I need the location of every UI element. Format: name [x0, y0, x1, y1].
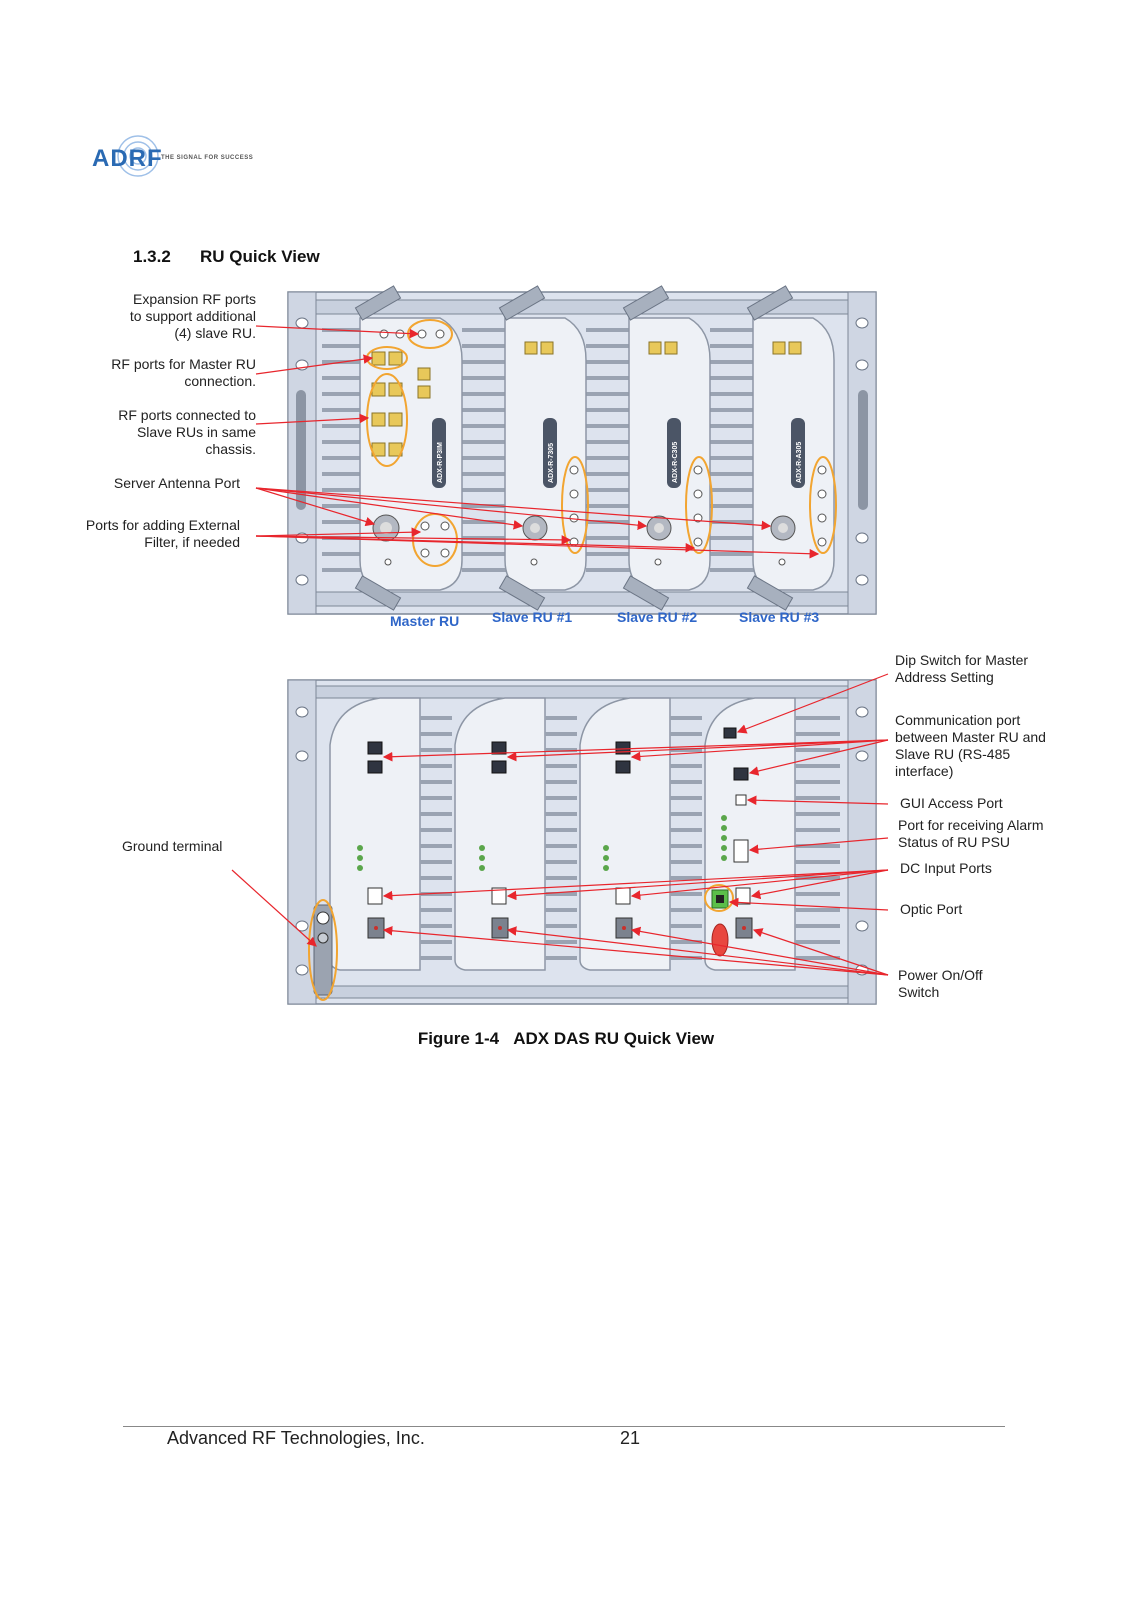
module-model-master: ADX-R-P3IM — [437, 442, 444, 483]
callout-line: interface) — [895, 763, 954, 779]
callout-line: Dip Switch for Master — [895, 652, 1029, 668]
callout-ground: Ground terminal — [122, 838, 222, 855]
callout-dc-input: DC Input Ports — [900, 860, 992, 877]
module-model-slave2: ADX-R-C305 — [672, 442, 679, 483]
callout-slave-rf: RF ports connected to Slave RUs in same … — [60, 407, 256, 458]
callout-alarm-port: Port for receiving Alarm Status of RU PS… — [898, 817, 1044, 851]
front-chassis: ADX-R-P3IM ADX-R-7305 ADX-R-C305 ADX-R-A… — [287, 285, 877, 615]
callout-line: RF ports connected to — [118, 407, 256, 423]
callout-line: Ports for adding External — [85, 517, 240, 533]
logo-wave-icon — [117, 135, 159, 177]
footer-company: Advanced RF Technologies, Inc. — [167, 1428, 425, 1448]
section-title: RU Quick View — [200, 247, 320, 266]
callout-line: DC Input Ports — [900, 860, 992, 876]
callout-line: Slave RUs in same — [136, 424, 256, 440]
callout-comm-port: Communication port between Master RU and… — [895, 712, 1046, 780]
footer-divider — [123, 1426, 1005, 1427]
logo-text: ADRF — [92, 145, 163, 172]
figure-title: ADX DAS RU Quick View — [513, 1029, 715, 1048]
unit-label-slave2: Slave RU #2 — [617, 609, 698, 625]
callout-line: Address Setting — [895, 669, 994, 685]
callout-server-antenna: Server Antenna Port — [40, 475, 240, 492]
callout-line: Slave RU (RS-485 — [895, 746, 1011, 762]
callout-line: connection. — [184, 373, 256, 389]
figure-caption: Figure 1-4 ADX DAS RU Quick View — [0, 1029, 1132, 1049]
callout-expansion-rf: Expansion RF ports to support additional… — [60, 291, 256, 342]
callout-power-switch: Power On/Off Switch — [898, 967, 983, 1001]
callout-line: Ground terminal — [122, 838, 223, 854]
callout-optic: Optic Port — [900, 901, 962, 918]
callout-line: between Master RU and — [895, 729, 1046, 745]
callout-line: Port for receiving Alarm — [898, 817, 1044, 833]
callout-line: Filter, if needed — [144, 534, 240, 550]
figure-label: Figure 1-4 — [417, 1029, 500, 1048]
callout-master-rf: RF ports for Master RU connection. — [60, 356, 256, 390]
page-number: 21 — [620, 1428, 641, 1448]
callout-external-filter: Ports for adding External Filter, if nee… — [40, 517, 240, 551]
callout-line: Communication port — [895, 712, 1021, 728]
module-model-slave1: ADX-R-7305 — [548, 443, 555, 483]
unit-label-master: Master RU — [390, 613, 460, 629]
callout-line: chassis. — [205, 441, 256, 457]
callout-line: Optic Port — [900, 901, 963, 917]
callout-line: Server Antenna Port — [113, 475, 240, 491]
callout-line: RF ports for Master RU — [111, 356, 256, 372]
callout-line: Power On/Off — [898, 967, 983, 983]
callout-line: to support additional — [129, 308, 256, 324]
unit-label-slave1: Slave RU #1 — [492, 609, 573, 625]
callout-dip-switch: Dip Switch for Master Address Setting — [895, 652, 1028, 686]
callout-line: GUI Access Port — [900, 795, 1003, 811]
logo-tagline: THE SIGNAL FOR SUCCESS — [161, 155, 254, 161]
unit-label-slave3: Slave RU #3 — [739, 609, 820, 625]
callout-line: Status of RU PSU — [898, 834, 1011, 850]
callout-line: (4) slave RU. — [174, 325, 256, 341]
section-number: 1.3.2 — [133, 247, 171, 266]
rear-chassis — [287, 679, 877, 1005]
callout-line: Switch — [898, 984, 940, 1000]
callout-line: Expansion RF ports — [133, 291, 256, 307]
callout-gui-port: GUI Access Port — [900, 795, 1003, 812]
module-model-slave3: ADX-R-A305 — [796, 442, 803, 483]
